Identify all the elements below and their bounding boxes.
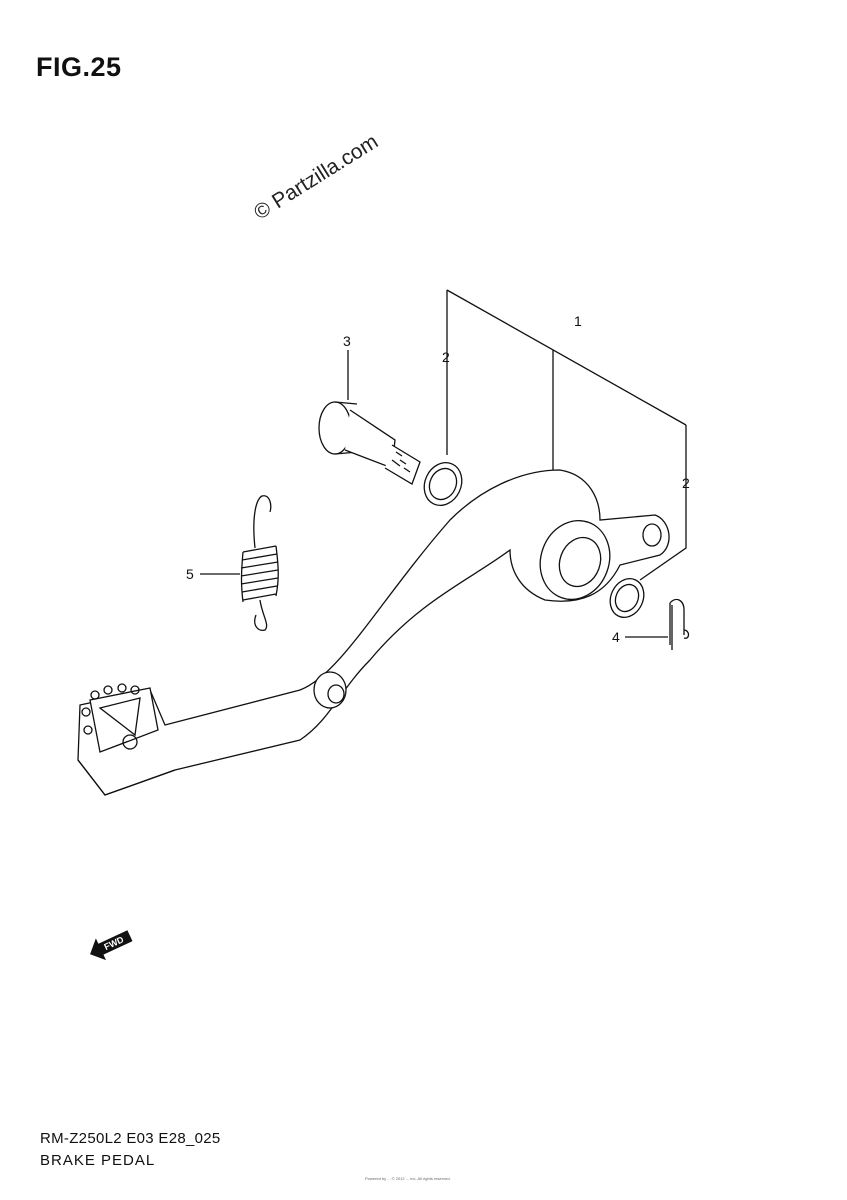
forward-arrow-icon: FWD <box>90 930 133 961</box>
cotter-pin-part-4 <box>669 598 690 650</box>
callout-2b: 2 <box>682 475 690 491</box>
washer-part-2-upper <box>423 462 463 506</box>
washer-part-2-lower <box>609 578 645 618</box>
diagram-section-name: BRAKE PEDAL <box>40 1152 156 1169</box>
callout-2a: 2 <box>442 349 450 365</box>
pivot-bolt-part-3 <box>318 401 421 485</box>
copyright-footnote: Powered by ... © 2012 ... Inc. All right… <box>365 1176 451 1181</box>
brake-pedal-part-1 <box>77 469 670 796</box>
return-spring-part-5 <box>240 495 279 631</box>
callout-4: 4 <box>612 629 620 645</box>
diagram-model-code: RM-Z250L2 E03 E28_025 <box>40 1130 221 1147</box>
leader-lines <box>200 289 687 638</box>
figure-number: FIG.25 <box>36 52 122 82</box>
callout-5: 5 <box>186 566 194 582</box>
callout-3: 3 <box>343 333 351 349</box>
callout-1: 1 <box>574 313 582 329</box>
